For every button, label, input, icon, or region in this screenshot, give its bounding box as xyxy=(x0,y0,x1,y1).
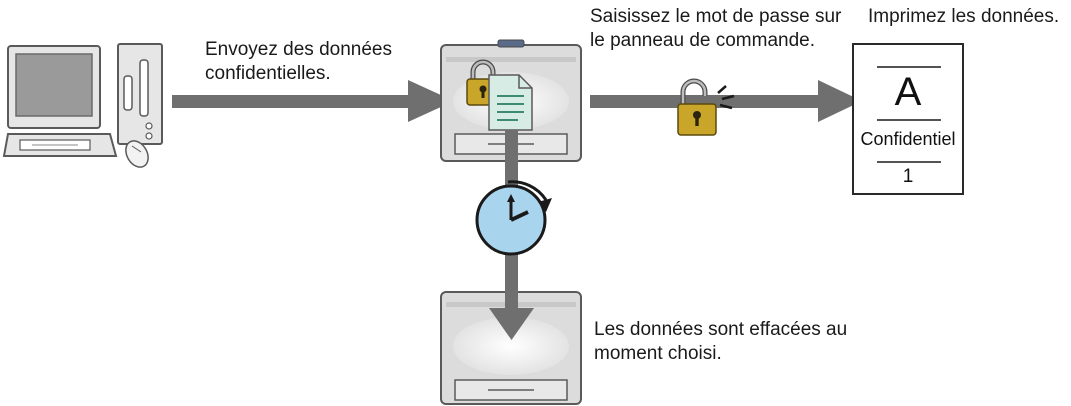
arrow-print xyxy=(590,80,862,122)
document-caption: Confidentiel xyxy=(860,129,956,149)
lock-open-icon xyxy=(677,78,735,136)
send-label: Envoyez des données confidentielles. xyxy=(205,39,392,84)
erased-label: Les données sont effacées au moment choi… xyxy=(594,319,848,364)
enter-password-label: Saisissez le mot de passe sur le panneau… xyxy=(590,6,842,51)
document-page-number: 1 xyxy=(902,166,914,187)
clock-icon xyxy=(475,180,552,256)
print-label: Imprimez les données. xyxy=(868,6,1060,27)
computer-icon xyxy=(2,43,163,168)
arrow-send xyxy=(172,80,454,122)
printed-document-icon xyxy=(852,43,964,195)
printer-erased-icon xyxy=(440,290,582,405)
document-letter: A xyxy=(894,70,922,114)
document-icon xyxy=(488,74,533,131)
